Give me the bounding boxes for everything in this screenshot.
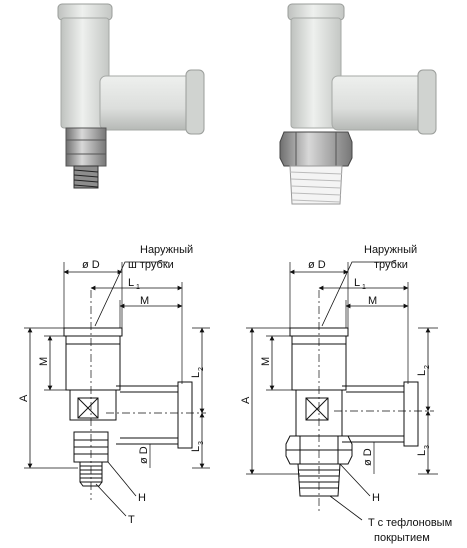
left-drawing-arm — [116, 385, 179, 445]
left-drawing-body — [65, 335, 121, 391]
right-callout-line2: трубки — [374, 259, 408, 271]
photo-left-hex — [65, 127, 107, 167]
photo-right-arm — [331, 75, 425, 131]
left-callout-line1: Наружный — [140, 244, 193, 256]
photo-right-body — [290, 17, 342, 129]
right-dim-L2-sub: 2 — [424, 365, 431, 369]
right-dim-A: A — [240, 396, 252, 404]
left-drawing-side-port — [177, 381, 193, 449]
right-dim-T-line1: T с тефлоновым — [368, 517, 452, 529]
right-dim-L3: L — [416, 450, 428, 456]
right-dim-L1: L — [354, 277, 360, 289]
left-dim-L2: L — [190, 372, 202, 378]
left-dim-D-side: ø D — [138, 446, 150, 464]
drawing-right — [246, 261, 438, 521]
drawing-right-labels: Наружный трубки ø D L 1 M M A L 2 L 3 ø … — [240, 244, 452, 544]
right-dim-L3-sub: 3 — [424, 445, 431, 449]
right-dim-M-side: M — [260, 357, 272, 366]
drawing-left-labels: Наружный ш трубки ø D L 1 M M A L 2 L 3 … — [18, 244, 205, 526]
right-dim-D-top: ø D — [308, 259, 326, 271]
left-dim-M-side: M — [38, 357, 50, 366]
left-dim-L3-sub: 3 — [198, 441, 205, 445]
photo-left-side-port — [185, 69, 205, 135]
photo-right-side-port — [417, 69, 437, 135]
right-dim-M-top: M — [368, 295, 377, 307]
left-dim-H: H — [138, 492, 146, 504]
photo-right-thread — [289, 165, 343, 205]
left-dim-L2-sub: 2 — [198, 367, 205, 371]
fitting-photo-metric-thread — [57, 3, 205, 189]
right-drawing-arm — [342, 385, 405, 443]
right-dim-L2: L — [416, 370, 428, 376]
right-drawing-thread — [297, 463, 341, 497]
right-dim-T-line2: покрытием — [374, 532, 430, 544]
photo-left-thread — [73, 165, 99, 189]
right-callout-line1: Наружный — [364, 244, 417, 256]
right-dim-H: H — [372, 492, 380, 504]
fitting-photo-taper-thread — [279, 3, 437, 205]
left-dim-M-top: M — [140, 295, 149, 307]
left-dim-A: A — [18, 394, 30, 402]
left-dim-L1-sub: 1 — [136, 284, 140, 291]
photo-right-hex — [279, 131, 353, 167]
right-dim-D-side: ø D — [362, 448, 374, 466]
left-dim-L3: L — [190, 446, 202, 452]
left-dim-T: T — [128, 514, 135, 526]
drawing-left — [24, 261, 210, 517]
left-drawing-top-cap — [63, 327, 123, 337]
left-dim-L1: L — [128, 277, 134, 289]
photo-left-arm — [99, 75, 193, 131]
left-callout-line2: ш трубки — [128, 259, 174, 271]
right-drawing-hex — [285, 435, 353, 465]
left-dim-D-top: ø D — [82, 259, 100, 271]
right-drawing-side-port — [403, 381, 419, 447]
right-dim-L1-sub: 1 — [362, 284, 366, 291]
